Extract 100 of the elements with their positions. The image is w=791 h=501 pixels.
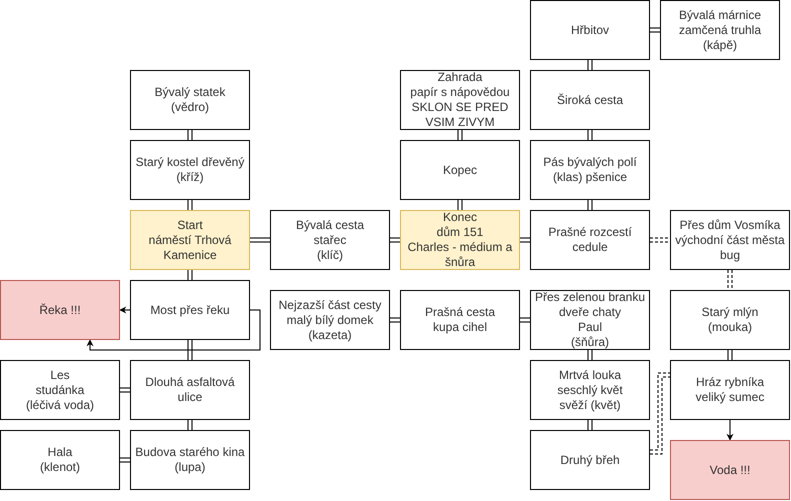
double-line-connector: [120, 388, 130, 392]
box-text: Druhý břeh: [560, 452, 620, 468]
box-text: (klíč): [317, 248, 343, 262]
box-text: Les: [50, 368, 70, 382]
box-text: Budova starého kina: [135, 445, 245, 460]
process-box: [130, 210, 250, 270]
process-box: [530, 70, 650, 130]
process-box: [130, 360, 250, 420]
box-text: (mouka): [708, 320, 752, 335]
double-line-connector: [188, 130, 192, 140]
box-text: dům 151: [436, 225, 484, 240]
box-text: Start: [177, 218, 203, 232]
double-line-connector: [390, 238, 400, 242]
box-text: Hřbitov: [570, 22, 609, 38]
process-box: [0, 430, 120, 490]
double-line-connector: [188, 270, 192, 280]
process-box: [270, 290, 390, 350]
double-line-connector: [728, 350, 732, 360]
box-text: malý bílý domek: [286, 312, 374, 328]
box-text: SKLON SE PRED VSIM ZIVYM: [410, 100, 510, 130]
double-line-connector: [188, 200, 192, 210]
double-line-connector: [588, 420, 592, 430]
double-line-connector: [650, 372, 670, 454]
process-box: [400, 210, 520, 270]
box-text: stařec: [314, 232, 346, 248]
box-text: zamčená truhla: [678, 22, 762, 38]
double-line-connector: [520, 318, 530, 322]
box-text: Starý kostel dřevěný (kříž): [134, 155, 246, 185]
box-text: Široká cesta: [556, 92, 624, 108]
box-text: (vědro): [170, 100, 209, 115]
box-text: Nejzazší část cesty: [278, 298, 382, 312]
arrow: [86, 310, 260, 350]
process-box: [130, 70, 250, 130]
process-box: [270, 210, 390, 270]
box-text: Bývalá márnice: [678, 8, 762, 22]
process-box: [530, 140, 650, 200]
process-box: [0, 280, 120, 340]
box-text: Dlouhá asfaltová ulice: [144, 375, 236, 405]
box-text: (šňůra): [570, 335, 609, 350]
box-text: Voda !!!: [710, 462, 750, 478]
process-box: [0, 360, 120, 420]
process-box: [530, 210, 650, 270]
process-box: [670, 290, 790, 350]
process-box: [400, 290, 520, 350]
box-text: seschlý květ: [557, 382, 623, 398]
box-text: (klenot): [40, 460, 80, 475]
arrow: [726, 420, 734, 441]
box-text: Starý mlýn: [702, 305, 758, 320]
box-text: Most přes řeku: [150, 302, 230, 318]
process-box: [130, 280, 250, 340]
box-text: Charles - médium a šnůra: [406, 240, 514, 270]
box-text: Hráz rybníka: [696, 375, 764, 390]
box-text: papír s nápovědou: [410, 85, 510, 100]
box-text: Řeka !!!: [39, 302, 81, 318]
process-box: [530, 360, 650, 420]
double-line-connector: [650, 28, 660, 32]
process-box: [670, 210, 790, 270]
process-box: [660, 0, 780, 60]
double-line-connector: [588, 130, 592, 140]
double-line-connector: [588, 200, 592, 210]
box-text: Přes dům Vosmíka: [680, 218, 780, 232]
process-box: [130, 140, 250, 200]
double-line-connector: [188, 420, 192, 430]
process-box: [130, 430, 250, 490]
box-text: Prašná cesta: [424, 305, 496, 320]
box-text: svěží (květ): [559, 398, 621, 412]
box-text: Konec: [442, 210, 478, 225]
process-box: [400, 140, 520, 200]
double-line-connector: [120, 458, 130, 462]
double-line-connector: [390, 318, 400, 322]
box-text: Kopec: [442, 162, 478, 178]
box-text: východní část města: [675, 232, 785, 248]
box-text: studánka: [36, 382, 84, 398]
double-line-connector: [520, 238, 530, 242]
process-box: [670, 360, 790, 420]
box-text: Pás bývalých polí (klas) pšenice: [542, 155, 638, 185]
box-text: Paul: [578, 320, 602, 335]
double-line-connector: [458, 130, 462, 140]
box-text: (lupa): [174, 460, 206, 475]
box-text: veliký sumec: [696, 390, 764, 405]
arrow: [119, 306, 130, 314]
double-line-connector: [250, 238, 270, 242]
double-line-connector: [188, 340, 192, 360]
box-text: Bývalý statek: [154, 85, 226, 100]
box-text: Prašné rozcestí cedule: [547, 225, 633, 255]
box-text: bug: [720, 248, 740, 262]
double-line-connector: [588, 350, 592, 360]
double-line-connector: [650, 238, 670, 242]
box-text: kupa cihel: [432, 320, 488, 335]
double-line-connector: [458, 200, 462, 210]
box-text: dveře chaty: [558, 305, 622, 320]
double-line-connector: [728, 270, 732, 290]
box-text: Přes zelenou branku: [534, 290, 646, 305]
process-box: [670, 440, 790, 500]
box-text: (kápě): [702, 38, 737, 52]
box-text: Zahrada: [438, 70, 482, 85]
box-text: Bývalá cesta: [296, 218, 364, 232]
box-text: náměstí Trhová Kamenice: [148, 232, 232, 262]
double-line-connector: [588, 60, 592, 70]
box-text: (kazeta): [308, 328, 352, 342]
